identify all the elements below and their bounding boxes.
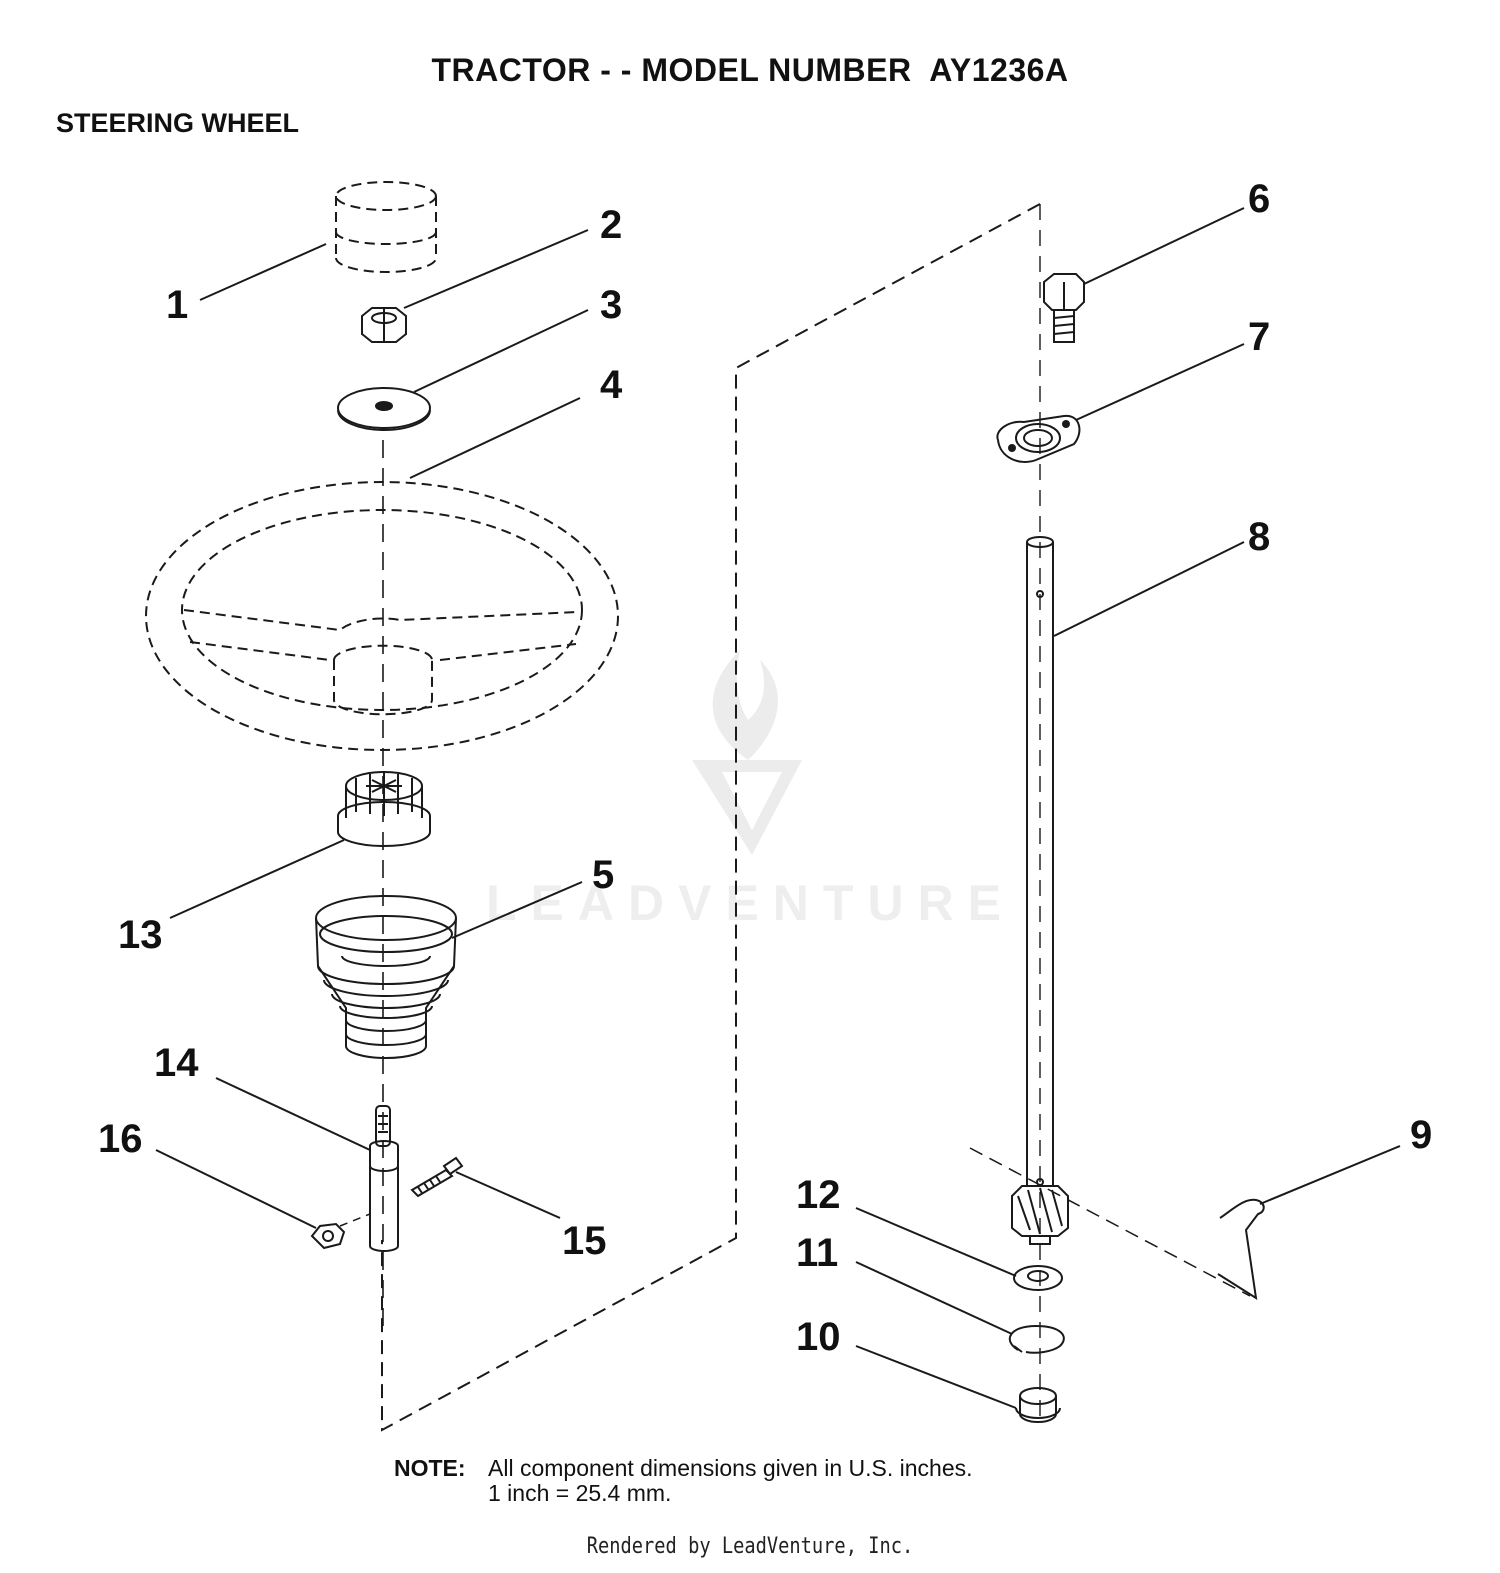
part-3-washer (337, 387, 431, 431)
page-title: TRACTOR - - MODEL NUMBER AY1236A (431, 52, 1069, 88)
callout-6: 6 (1248, 177, 1270, 221)
assembly-line-16 (339, 1213, 371, 1227)
leader-10 (855, 1345, 1017, 1409)
leader-7 (1075, 343, 1245, 421)
part-5-steering-boot (315, 895, 457, 1059)
leader-14 (215, 1077, 371, 1151)
callout-16: 16 (98, 1117, 143, 1161)
note-line-1: All component dimensions given in U.S. i… (488, 1455, 973, 1481)
callout-15: 15 (562, 1219, 607, 1263)
part-11-retaining-ring (1008, 1324, 1065, 1354)
leader-1 (199, 243, 327, 301)
leader-9 (1259, 1145, 1401, 1205)
leader-11 (855, 1261, 1013, 1335)
flame-v-logo-icon (692, 650, 802, 855)
leader-13 (169, 839, 345, 919)
callout-9: 9 (1410, 1113, 1432, 1157)
part-6-hex-bolt (1043, 273, 1085, 343)
note-line-2: 1 inch = 25.4 mm. (488, 1480, 672, 1506)
part-10-bushing (1015, 1387, 1061, 1423)
part-8-steering-shaft (1026, 536, 1054, 1186)
part-4-steering-wheel (145, 481, 619, 751)
leader-5 (451, 881, 583, 939)
callout-11: 11 (796, 1231, 838, 1275)
leader-6 (1083, 207, 1245, 285)
part-14-shaft-extension (369, 1105, 399, 1252)
callout-12: 12 (796, 1173, 841, 1217)
callout-7: 7 (1248, 315, 1270, 359)
note-body: All component dimensions given in U.S. i… (488, 1456, 973, 1506)
callout-14: 14 (154, 1041, 199, 1085)
note-label: NOTE: (394, 1455, 466, 1481)
section-title: STEERING WHEEL (56, 108, 300, 138)
callout-13: 13 (118, 913, 163, 957)
leader-4 (409, 397, 581, 479)
callout-8: 8 (1248, 515, 1270, 559)
callout-labels: 1 2 3 4 5 6 7 8 9 10 11 12 13 14 15 16 (98, 177, 1432, 1359)
watermark-text: LEADVENTURE (486, 875, 1016, 931)
assembly-line-9 (969, 1147, 1251, 1297)
part-9-spring-clip (1217, 1198, 1265, 1301)
group-frame-dashed (381, 203, 1041, 1432)
leader-16 (155, 1149, 317, 1229)
callout-1: 1 (166, 283, 188, 327)
leader-3 (413, 309, 589, 393)
dimension-note: NOTE: All component dimensions given in U… (394, 1456, 973, 1506)
leader-8 (1053, 541, 1245, 637)
part-1-hub-cap (335, 181, 437, 273)
part-7-flange-bearing (996, 414, 1081, 463)
callout-4: 4 (600, 363, 623, 407)
callout-2: 2 (600, 203, 622, 247)
part-15-bolt (410, 1156, 464, 1198)
part-12-washer (1013, 1265, 1063, 1291)
part-2-nut (361, 307, 407, 343)
part-13-spline-adapter (337, 771, 431, 847)
part-16-lock-nut (310, 1222, 346, 1250)
callout-3: 3 (600, 283, 622, 327)
leader-12 (855, 1207, 1017, 1277)
footer-credit: Rendered by LeadVenture, Inc. (586, 1534, 914, 1559)
leader-2 (403, 229, 589, 309)
leader-15 (455, 1171, 561, 1219)
part-8-pinion-gear (1011, 1185, 1069, 1245)
callout-10: 10 (796, 1315, 841, 1359)
callout-5: 5 (592, 853, 614, 897)
